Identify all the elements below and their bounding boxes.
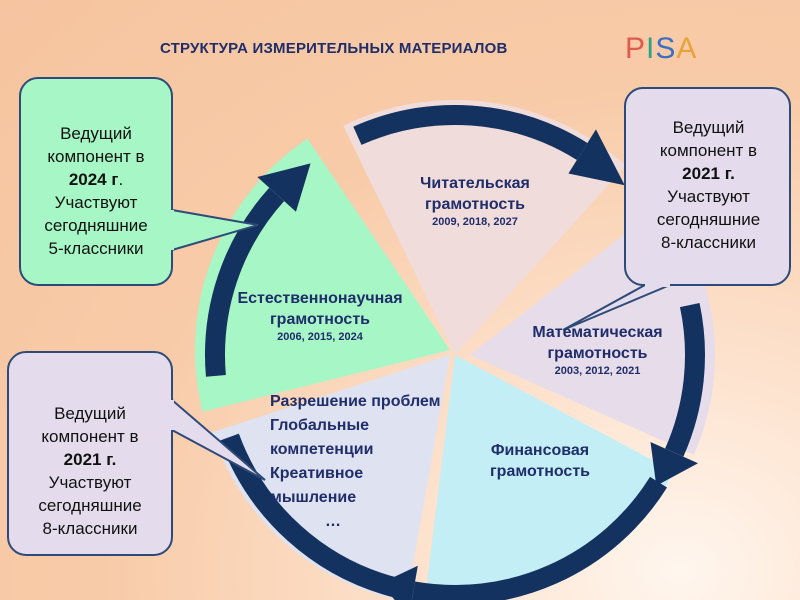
finance-callout	[7, 351, 173, 556]
other-segment	[212, 355, 450, 600]
arrowhead-icon	[257, 163, 311, 212]
pisa-logo: PISA	[625, 32, 698, 65]
arrowhead-icon	[568, 129, 625, 186]
cycle-arrow-arc	[353, 105, 588, 160]
reading-segment	[343, 100, 626, 355]
math-callout	[624, 87, 791, 286]
science-callout	[19, 77, 173, 286]
slide-title: СТРУКТУРА ИЗМЕРИТЕЛЬНЫХ МАТЕРИАЛОВ	[160, 40, 508, 57]
cycle-arrow-arc	[665, 303, 705, 457]
cycle-arrow-arc	[411, 476, 668, 600]
cycle-arrow-arc	[205, 187, 285, 377]
arrowhead-icon	[650, 442, 699, 486]
